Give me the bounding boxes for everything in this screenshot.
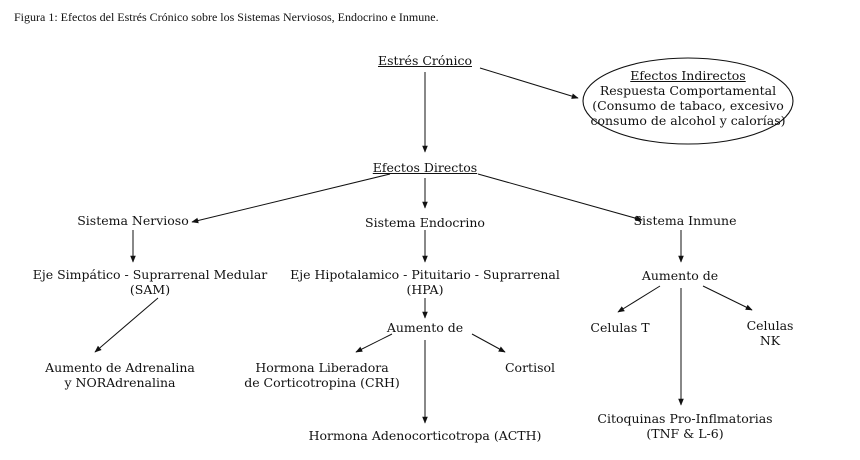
node-aumento-endocrino: Aumento de [386,320,464,335]
node-sistema-nervioso: Sistema Nervioso [77,213,189,228]
sam-line2: (SAM) [129,282,171,297]
node-celulas-nk: Celulas NK [740,318,800,348]
indirectos-title: Efectos Indirectos [630,68,746,83]
arrow-directos-to-inmune [477,173,643,221]
node-crh: Hormona Liberadora de Corticotropina (CR… [232,360,412,390]
citoquinas-line2: (TNF & L-6) [646,426,724,441]
arrow-aumento-to-cortisol [471,333,506,353]
node-celulas-t: Celulas T [590,320,650,335]
adrenalina-line2: y NORAdrenalina [64,375,176,390]
crh-line1: Hormona Liberadora [255,360,389,375]
node-efectos-directos: Efectos Directos [372,160,478,175]
node-sistema-endocrino: Sistema Endocrino [365,215,485,230]
citoquinas-line1: Citoquinas Pro-Inflmatorias [597,411,773,426]
celulas-nk-line2: NK [759,333,781,348]
arrow-sam-to-adrenalina [94,297,159,353]
arrow-directos-to-nervioso [191,173,391,224]
node-aumento-inmune: Aumento de [641,268,719,283]
crh-line2: de Corticotropina (CRH) [244,375,400,390]
node-efectos-indirectos: Efectos Indirectos Respuesta Comportamen… [583,68,793,128]
arrow-inmune-aumento-to-celulas-nk [702,285,753,311]
node-estres-cronico: Estrés Crónico [378,53,472,68]
indirectos-line3: consumo de alcohol y calorías) [590,113,786,128]
arrow-inmune-aumento-to-celulas-t [617,285,661,313]
node-adrenalina: Aumento de Adrenalina y NORAdrenalina [30,360,210,390]
celulas-nk-line1: Celulas [746,318,794,333]
sam-line1: Eje Simpático - Suprarrenal Medular [32,267,268,282]
hpa-line1: Eje Hipotalamico - Pituitario - Suprarre… [290,267,560,282]
node-cortisol: Cortisol [504,360,556,375]
figure-title: Figura 1: Efectos del Estrés Crónico sob… [14,10,439,24]
hpa-line2: (HPA) [406,282,444,297]
arrow-aumento-to-crh [355,333,393,353]
arrow-estres-to-indirectos [479,67,579,99]
indirectos-line2: (Consumo de tabaco, excesivo [592,98,784,113]
node-sam: Eje Simpático - Suprarrenal Medular (SAM… [20,267,280,297]
adrenalina-line1: Aumento de Adrenalina [45,360,195,375]
node-citoquinas: Citoquinas Pro-Inflmatorias (TNF & L-6) [590,411,780,441]
node-acth: Hormona Adenocorticotropa (ACTH) [308,428,542,443]
node-hpa: Eje Hipotalamico - Pituitario - Suprarre… [280,267,570,297]
indirect-effects-ellipse [582,57,794,145]
node-sistema-inmune: Sistema Inmune [633,213,737,228]
indirectos-line1: Respuesta Comportamental [599,83,777,98]
